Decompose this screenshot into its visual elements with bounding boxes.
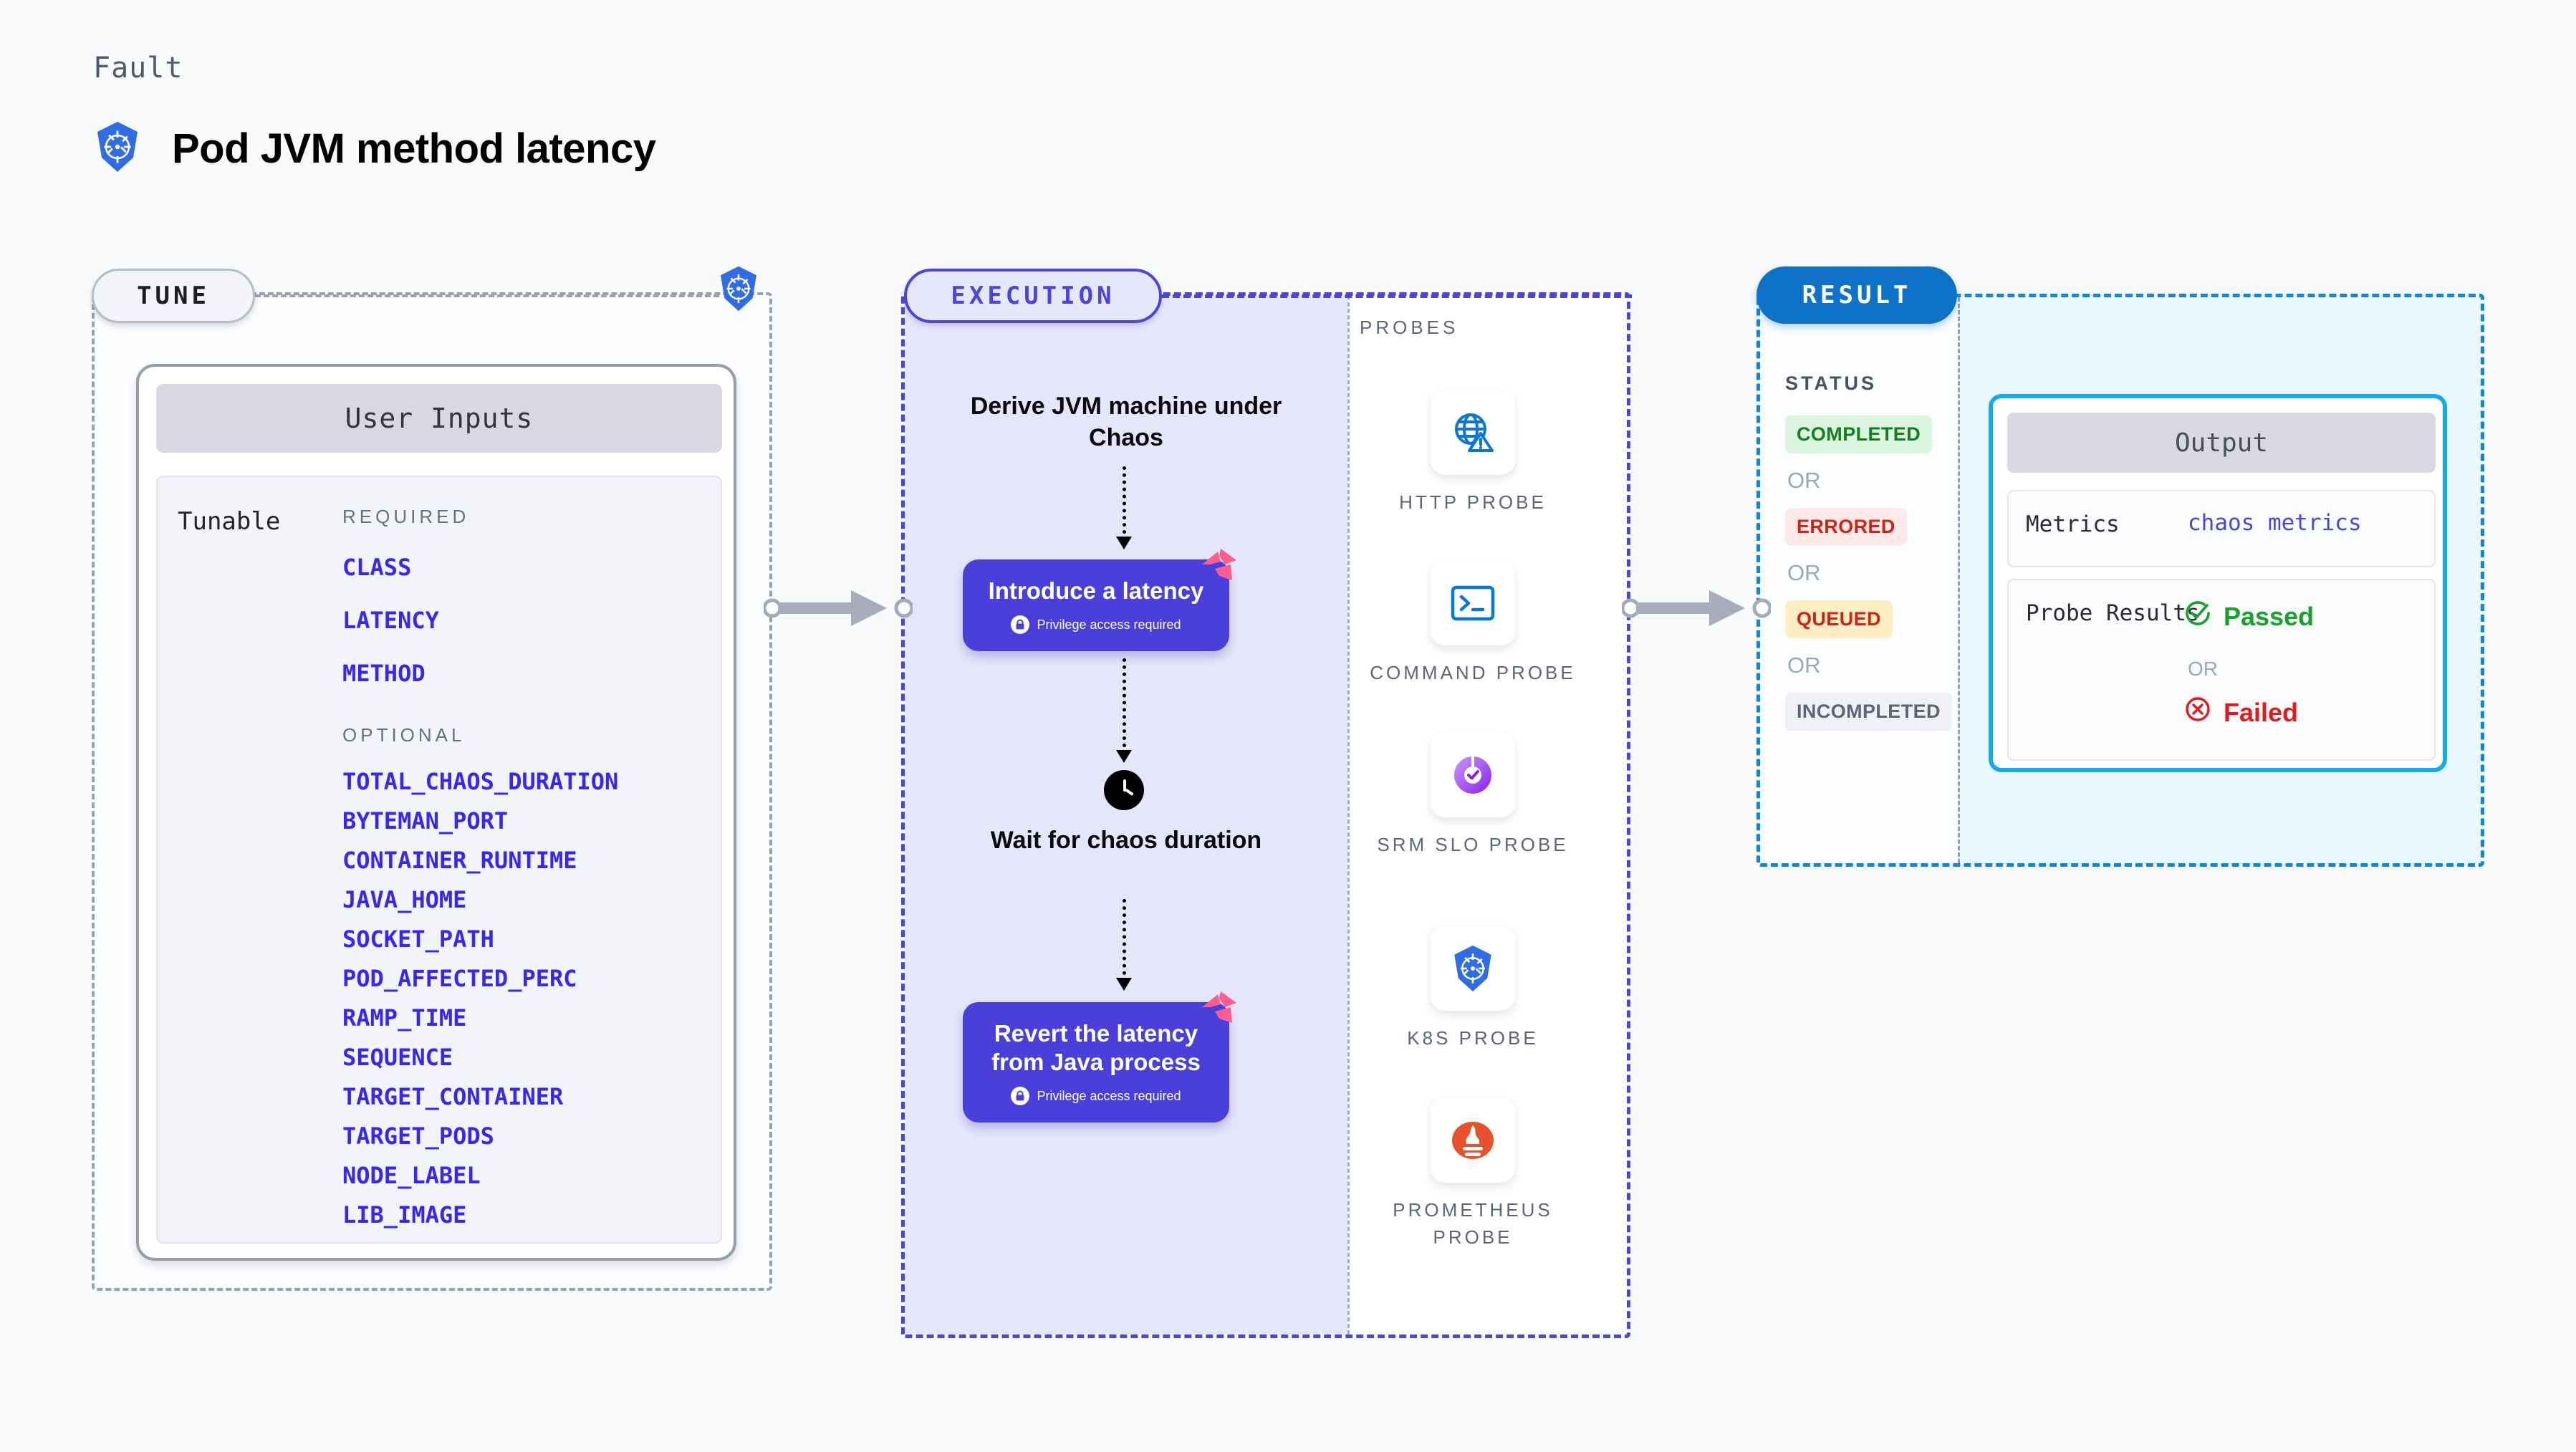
- param-item[interactable]: NODE_LABEL: [342, 1162, 481, 1189]
- execution-step-revert-latency[interactable]: Revert the latency from Java process Pri…: [963, 991, 1236, 1122]
- tune-pill[interactable]: TUNE: [92, 269, 255, 323]
- kubernetes-icon: [93, 120, 142, 177]
- lock-icon: [1011, 615, 1030, 635]
- param-item[interactable]: METHOD: [342, 660, 426, 687]
- or-separator: OR: [1787, 468, 1821, 493]
- probe-label: HTTP PROBE: [1399, 491, 1547, 513]
- execution-step-introduce-latency[interactable]: Introduce a latency Privilege access req…: [963, 549, 1236, 651]
- page-header: Pod JVM method latency: [93, 120, 656, 177]
- probe-prometheus[interactable]: PROMETHEUS PROBE: [1365, 1098, 1580, 1251]
- flow-arrow-line: [1123, 899, 1126, 982]
- privilege-note: Privilege access required: [1011, 615, 1181, 635]
- status-badge: QUEUED: [1785, 600, 1893, 638]
- step-title: Revert the latency from Java process: [991, 1019, 1201, 1075]
- status-section-label: STATUS: [1785, 372, 1877, 394]
- x-circle-icon: [2183, 695, 2212, 730]
- or-separator: OR: [1787, 560, 1821, 585]
- probe-command[interactable]: COMMAND PROBE: [1365, 561, 1580, 687]
- param-item[interactable]: RAMP_TIME: [342, 1004, 467, 1032]
- param-item[interactable]: LATENCY: [342, 607, 439, 634]
- required-param-list: CLASS LATENCY METHOD: [342, 554, 708, 687]
- clock-icon: [1104, 770, 1144, 810]
- result-status-divider: [1958, 297, 1960, 863]
- litmus-icon: [1199, 547, 1239, 588]
- param-item[interactable]: CLASS: [342, 554, 412, 581]
- param-item[interactable]: TOTAL_CHAOS_DURATION: [342, 768, 619, 795]
- params-column: REQUIRED CLASS LATENCY METHOD OPTIONAL T…: [342, 506, 708, 1229]
- page-kicker: Fault: [93, 52, 183, 85]
- execution-top-dash: [1162, 294, 1632, 298]
- or-separator: OR: [1787, 653, 1821, 678]
- execution-step-derive-label: Derive JVM machine under Chaos: [970, 393, 1282, 452]
- param-item[interactable]: LIB_IMAGE: [342, 1201, 467, 1229]
- page-title: Pod JVM method latency: [172, 125, 656, 172]
- metrics-key: Metrics: [2026, 511, 2120, 537]
- result-pill[interactable]: RESULT: [1756, 266, 1957, 324]
- tunable-label: Tunable: [178, 507, 281, 536]
- probe-http[interactable]: HTTP PROBE: [1365, 390, 1580, 516]
- param-item[interactable]: POD_AFFECTED_PERC: [342, 965, 577, 992]
- param-item[interactable]: JAVA_HOME: [342, 886, 467, 913]
- status-badge: COMPLETED: [1785, 415, 1933, 453]
- param-item[interactable]: SEQUENCE: [342, 1044, 453, 1071]
- probe-results-key: Probe Results: [2026, 600, 2200, 626]
- output-title: Output: [2007, 413, 2436, 473]
- required-label: REQUIRED: [342, 506, 470, 527]
- probe-result-passed: Passed: [2183, 599, 2314, 634]
- metrics-value-link[interactable]: chaos metrics: [2188, 510, 2362, 536]
- optional-param-list: TOTAL_CHAOS_DURATION BYTEMAN_PORT CONTAI…: [342, 768, 708, 1229]
- probe-result-failed: Failed: [2183, 695, 2298, 730]
- output-card: Output Metrics chaos metrics Probe Resul…: [1989, 394, 2447, 772]
- kubernetes-icon: [1431, 926, 1515, 1011]
- probe-label: SRM SLO PROBE: [1377, 834, 1569, 855]
- output-metrics-row: Metrics chaos metrics: [2007, 490, 2436, 567]
- tune-top-dash: [255, 294, 719, 297]
- failed-label: Failed: [2224, 697, 2299, 727]
- step-title: Introduce a latency: [988, 577, 1204, 604]
- param-item[interactable]: SOCKET_PATH: [342, 925, 494, 953]
- optional-label: OPTIONAL: [342, 724, 466, 746]
- output-probe-results-row: Probe Results Passed OR F: [2007, 579, 2436, 761]
- flow-arrow-line: [1123, 658, 1126, 754]
- globe-warning-icon: [1431, 390, 1515, 475]
- flow-arrow-line: [1123, 466, 1126, 541]
- privilege-text: Privilege access required: [1037, 1088, 1181, 1103]
- probe-label: COMMAND PROBE: [1370, 662, 1576, 683]
- probe-srm-slo[interactable]: SRM SLO PROBE: [1365, 733, 1580, 859]
- param-item[interactable]: BYTEMAN_PORT: [342, 807, 509, 835]
- litmus-icon: [1199, 990, 1239, 1031]
- privilege-note: Privilege access required: [1011, 1087, 1181, 1106]
- param-item[interactable]: CONTAINER_RUNTIME: [342, 847, 577, 874]
- passed-label: Passed: [2224, 601, 2315, 631]
- user-inputs-title: User Inputs: [156, 384, 722, 453]
- status-badge: INCOMPLETED: [1785, 693, 1952, 731]
- param-item[interactable]: TARGET_PODS: [342, 1122, 494, 1150]
- user-inputs-card: User Inputs Tunable REQUIRED CLASS LATEN…: [136, 364, 736, 1261]
- kubernetes-icon: [716, 265, 761, 316]
- probes-section-label: PROBES: [1360, 317, 1459, 338]
- status-list: COMPLETED OR ERRORED OR QUEUED OR INCOMP…: [1785, 415, 1952, 731]
- execution-pill[interactable]: EXECUTION: [904, 269, 1162, 323]
- execution-fill: [905, 296, 1347, 1335]
- execution-probes-divider: [1347, 296, 1350, 1335]
- prometheus-icon: [1431, 1098, 1515, 1183]
- probe-label: K8S PROBE: [1407, 1027, 1539, 1049]
- check-circle-icon: [2183, 599, 2212, 634]
- execution-step-wait-label: Wait for chaos duration: [990, 827, 1262, 854]
- flow-arrow-head: [1116, 750, 1132, 763]
- probe-k8s[interactable]: K8S PROBE: [1365, 926, 1580, 1052]
- lock-icon: [1011, 1087, 1030, 1106]
- connector-tune-to-execution: [762, 586, 914, 634]
- terminal-icon: [1431, 561, 1515, 645]
- privilege-text: Privilege access required: [1037, 617, 1181, 632]
- srm-slo-icon: [1431, 733, 1515, 817]
- flow-arrow-head: [1116, 537, 1132, 549]
- param-item[interactable]: TARGET_CONTAINER: [342, 1083, 564, 1110]
- probe-label: PROMETHEUS PROBE: [1393, 1199, 1553, 1248]
- user-inputs-body: Tunable REQUIRED CLASS LATENCY METHOD OP…: [156, 476, 722, 1244]
- or-separator: OR: [2188, 658, 2218, 680]
- flow-arrow-head: [1116, 978, 1132, 991]
- status-badge: ERRORED: [1785, 508, 1907, 546]
- connector-probes-to-result: [1620, 586, 1772, 634]
